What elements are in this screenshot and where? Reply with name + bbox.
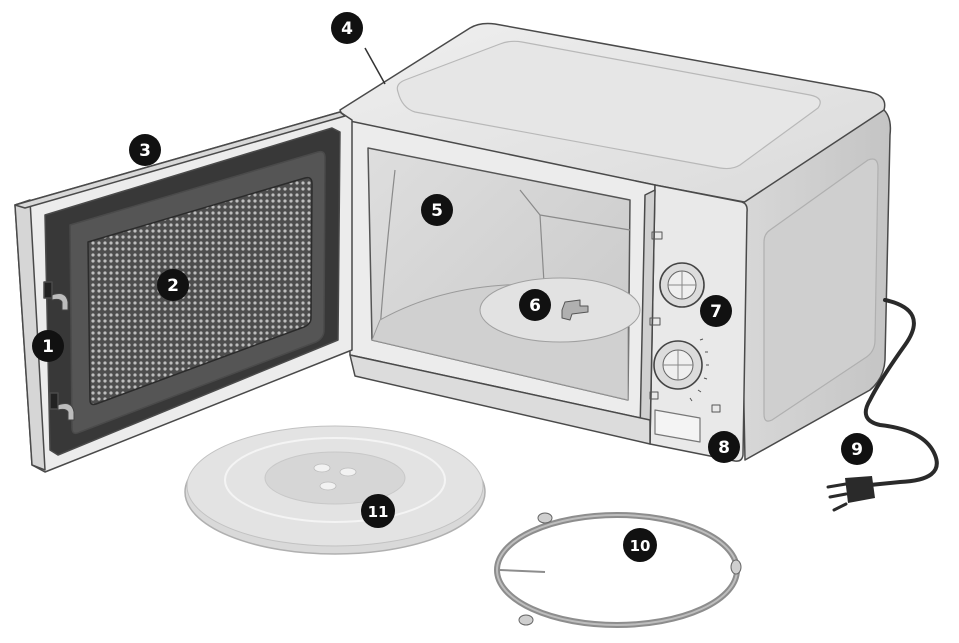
callout-badge-3: 3 [129,134,161,166]
callout-badge-2: 2 [157,269,189,301]
leader-line-4 [364,47,386,85]
callout-badge-9: 9 [841,433,873,465]
roller-spoke [499,569,546,573]
tray-bump [313,463,331,473]
svg-text:8: 8 [718,438,730,458]
svg-text:3: 3 [139,141,151,161]
power-cord [826,298,939,512]
callout-badge-11: 11 [361,494,395,528]
timer-scale-ticks [689,338,709,402]
turntable-coupler [561,299,589,321]
microwave-body [339,22,892,462]
power-knob[interactable] [659,262,705,308]
roller-wheel [730,559,742,575]
glass-turntable-tray [184,425,486,555]
panel-icon-mid [649,317,661,326]
svg-text:1: 1 [42,337,54,357]
panel-icon-top [651,231,663,240]
callout-badge-1: 1 [32,330,64,362]
roller-wheel [537,512,553,524]
tray-bump [339,467,357,477]
display-window [654,409,701,443]
callout-badge-6: 6 [519,289,551,321]
svg-text:10: 10 [630,537,651,555]
turntable-shaft-area [479,277,641,343]
callout-badge-7: 7 [700,295,732,327]
panel-icon-bl [649,391,659,400]
door-mesh-screen [87,176,313,406]
panel-icon-br [711,404,721,413]
plug-prongs [826,482,848,512]
callout-badge-10: 10 [623,528,657,562]
callout-badge-4: 4 [331,12,363,44]
door-top-edge [14,111,346,209]
svg-text:5: 5 [431,201,443,221]
svg-text:4: 4 [341,19,353,39]
cabinet-bottom-edge [349,354,651,445]
control-panel [649,184,748,462]
cabinet-side-panel [763,158,879,422]
svg-text:6: 6 [529,296,541,316]
roller-wheel [518,614,534,626]
svg-text:11: 11 [368,503,389,521]
callout-badge-8: 8 [708,431,740,463]
svg-text:9: 9 [851,440,863,460]
timer-knob[interactable] [653,340,703,390]
door-latch-top [43,281,69,311]
svg-text:2: 2 [167,276,179,296]
door-latch-bottom [49,392,75,421]
callout-badge-5: 5 [421,194,453,226]
roller-ring-support [494,512,742,628]
svg-text:7: 7 [710,302,722,322]
plug-icon [845,476,875,503]
callouts: 1 2 3 4 5 6 7 8 [32,12,873,562]
cabinet-top-panel [396,40,821,170]
tray-bump [319,481,337,491]
